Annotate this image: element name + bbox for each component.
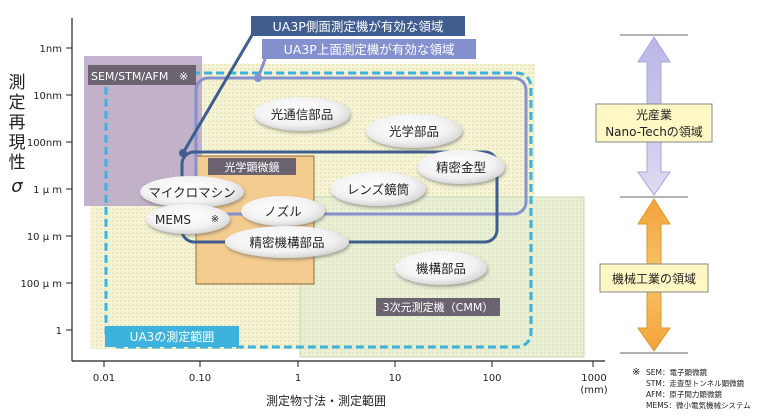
sem-label: SEM/STM/AFM (91, 70, 168, 83)
ellipse-lens-barrel-label: レンズ鏡筒 (347, 182, 409, 197)
x-tick-10: 10 (389, 373, 402, 384)
y-title-char-5: 性 (9, 153, 26, 173)
y-tick-100nm: 100nm (27, 138, 62, 149)
ua3-label: UA3の測定範囲 (130, 329, 215, 344)
ellipse-lens-barrel (330, 172, 426, 206)
ellipse-precision-mechanism-label: 精密機構部品 (249, 235, 324, 250)
ellipse-optical-parts (366, 114, 462, 148)
ellipse-precision-mold (417, 150, 505, 184)
x-unit: (mm) (580, 385, 607, 396)
top-probe-label: UA3P上面測定機が有効な領域 (284, 42, 455, 57)
ellipse-optical-parts-label: 光学部品 (389, 124, 439, 139)
footnote-mark: ※ (632, 367, 640, 378)
nano-region-line2: Nano-Techの領域 (605, 124, 703, 139)
y-title-char-1: 測 (9, 73, 26, 93)
y-title-sigma: σ (11, 176, 23, 197)
y-tick-10nm: 10nm (33, 91, 62, 102)
x-tick-0.10: 0.10 (189, 373, 211, 384)
ellipse-mechanism-parts (395, 251, 487, 285)
y-title-char-4: 現 (9, 133, 26, 153)
nano-region-line1: 光産業 (636, 107, 672, 122)
cmm-label-box (376, 298, 500, 316)
side-probe-dot (179, 149, 187, 157)
x-tick-1: 1 (295, 373, 301, 384)
footnote-line-2: STM：走査型トンネル顕微鏡 (646, 378, 745, 388)
x-tick-1000: 1000 (581, 373, 606, 384)
y-tick-1: 1 (56, 326, 62, 337)
ellipse-micromachine (140, 176, 244, 208)
side-probe-label-box (251, 16, 465, 36)
ua3p-top-region (194, 76, 528, 216)
optical-microscope-label: 光学顕微鏡 (225, 160, 280, 174)
ellipse-mems (146, 204, 230, 234)
machine-region-label: 機械工業の領域 (612, 271, 696, 286)
y-tick-100um: 100 μ m (20, 279, 62, 290)
ellipse-precision-mechanism (225, 226, 349, 258)
top-probe-label-box (262, 39, 476, 59)
side-probe-leader (181, 29, 257, 154)
x-tick-100: 100 (482, 373, 501, 384)
y-ticks (66, 47, 72, 331)
sem-label-box (88, 65, 196, 85)
ellipse-mems-label: MEMS (155, 213, 191, 227)
x-ticks (103, 361, 594, 367)
x-tick-0.01: 0.01 (93, 373, 115, 384)
y-tick-1um: 1 μ m (33, 185, 62, 196)
ellipse-mems-mark: ※ (211, 214, 219, 225)
y-tick-10um: 10 μ m (27, 232, 62, 243)
cmm-label: 3次元測定機（CMM） (383, 300, 494, 314)
machine-region-box (599, 263, 709, 293)
x-axis-title: 測定物寸法・測定範囲 (266, 393, 386, 408)
ellipse-precision-mold-label: 精密金型 (436, 160, 486, 175)
top-probe-dot (254, 74, 262, 82)
ellipse-micromachine-label: マイクロマシン (148, 185, 235, 200)
optical-microscope-label-box (208, 158, 296, 175)
side-probe-label: UA3P側面測定機が有効な領域 (273, 19, 444, 34)
ellipse-nozzle-label: ノズル (264, 204, 302, 219)
ua3-label-box (105, 326, 239, 347)
ellipse-optical-comm (254, 97, 350, 131)
footnote-line-4: MEMS：微小電気機械システム (646, 400, 751, 410)
ellipse-mechanism-parts-label: 機構部品 (416, 261, 466, 276)
nano-region-box (595, 103, 713, 143)
ellipse-optical-comm-label: 光通信部品 (271, 107, 334, 122)
y-title-char-2: 定 (9, 93, 26, 113)
ua3-range-boundary (104, 71, 533, 349)
footnote-line-3: AFM：原子間力顕微鏡 (646, 389, 722, 399)
y-tick-1nm: 1nm (40, 44, 62, 55)
ellipse-nozzle (241, 196, 325, 226)
y-title-char-3: 再 (9, 113, 26, 133)
sem-label-mark: ※ (179, 70, 188, 83)
footnote-line-1: SEM：電子顕微鏡 (646, 367, 707, 377)
